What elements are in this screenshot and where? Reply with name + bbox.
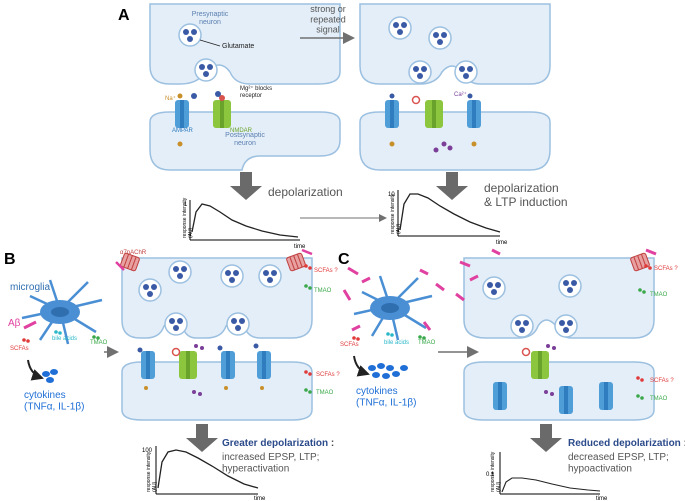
panel-a-letter: A	[118, 7, 130, 24]
graph-b-ylabel: response intensity(AU)	[146, 451, 158, 492]
vesicle	[168, 260, 192, 284]
scfas-q-label-b2: SCFAs ?	[316, 372, 340, 378]
graph-a1-curve	[191, 203, 299, 238]
depol-ltp-label: depolarization& LTP induction	[484, 181, 568, 209]
depolarization-label: depolarization	[268, 185, 343, 199]
vesicle	[388, 16, 412, 40]
abeta-label: Aβ	[8, 318, 21, 329]
panel-b: B microglia Aβ SCFAs bile acids TMAO cyt…	[4, 248, 340, 501]
scfas-q-label-c1: SCFAs ?	[654, 266, 678, 272]
graph-a2-xlabel: time	[496, 240, 508, 246]
graph-a2: 10 time response intensity(AU)	[388, 190, 508, 246]
scfas-q-label-c2: SCFAs ?	[650, 378, 674, 384]
ampar-receptor	[467, 100, 481, 128]
vesicle	[482, 276, 506, 300]
greater-depol-title: Greater depolarization :	[222, 438, 334, 449]
cytokines-label-c: cytokines(TNFα, IL-1β)	[356, 386, 416, 409]
vesicle	[226, 312, 250, 336]
vesicle	[454, 60, 478, 84]
greater-depol-sub: increased EPSP, LTP;hyperactivation	[222, 452, 319, 475]
bile-acids-label-b: bile acids	[52, 336, 77, 342]
reduced-depol-sub: decreased EPSP, LTP;hypoactivation	[568, 452, 669, 475]
tmao-label-b: TMAO	[90, 340, 108, 346]
ampar-receptor	[141, 351, 155, 379]
vesicle	[558, 274, 582, 298]
reduced-depol-title: Reduced depolarization :	[568, 438, 685, 449]
graph-a2-ylabel: response intensity(AU)	[390, 193, 402, 234]
graph-c-xlabel: time	[596, 496, 608, 501]
nmdar-receptor	[531, 351, 549, 379]
microglia-label: microglia	[10, 282, 50, 293]
ampar-receptor	[221, 351, 235, 379]
sodium-label: Na⁺	[165, 95, 176, 102]
ampar-label: AMPAR	[172, 128, 194, 134]
cytokine-dots-b	[42, 369, 58, 383]
vesicle	[138, 278, 162, 302]
microglia-cell-c	[353, 275, 433, 341]
graph-c-curve	[501, 477, 601, 493]
tmao-label-b1: TMAO	[314, 288, 332, 294]
graph-c-ytick: 0.1	[486, 472, 495, 478]
graph-b-xlabel: time	[254, 496, 266, 501]
bile-acids-label-c: bile acids	[384, 340, 409, 346]
tmao-label-c: TMAO	[418, 340, 436, 346]
graph-b-curve	[157, 449, 259, 489]
vesicle	[164, 312, 188, 336]
cytokines-label-b: cytokines(TNFα, IL-1β)	[24, 390, 84, 413]
nmdar-receptor	[425, 100, 443, 128]
calcium-label: Ca²⁺	[454, 91, 467, 98]
ampar-receptor	[385, 100, 399, 128]
scfas-label-c: SCFAs	[340, 342, 359, 348]
graph-a1-xlabel: time	[294, 244, 306, 250]
graph-c: 0.1 time response intensity(AU)	[486, 451, 608, 501]
scfas-q-label-b1: SCFAs ?	[314, 268, 338, 274]
panel-c: C SCFAs bile acids TMAO	[338, 248, 685, 501]
abeta-fragments-c2	[455, 248, 657, 302]
postsynaptic-neuron-a2	[359, 111, 551, 171]
vesicle	[258, 264, 282, 288]
graph-a2-curve	[399, 193, 501, 233]
graph-a1: 1 time response intensity(AU)	[182, 197, 306, 250]
a7nachr-label: α7nAChR	[120, 250, 147, 256]
scfas-label-b: SCFAs	[10, 346, 29, 352]
tmao-label-b2: TMAO	[316, 390, 334, 396]
ampar-receptor	[175, 100, 189, 128]
glutamate-label: Glutamate	[222, 43, 254, 50]
nmdar-label: NMDAR	[230, 128, 253, 134]
microglia-cell	[21, 279, 103, 345]
vesicle	[408, 60, 432, 84]
abeta-fragments-c	[342, 266, 445, 332]
nmdar-receptor	[213, 100, 231, 128]
graph-b: 100 time response intensity(AU)	[142, 446, 266, 501]
vesicle	[554, 314, 578, 338]
presynaptic-neuron-c	[463, 257, 655, 339]
tmao-label-c2: TMAO	[650, 396, 668, 402]
graph-a1-ylabel: response intensity(AU)	[182, 197, 194, 238]
vesicle	[510, 314, 534, 338]
ampar-receptor	[257, 351, 271, 379]
graph-a2-ytick: 10	[388, 192, 395, 198]
panel-b-letter: B	[4, 251, 16, 268]
cytokine-dots-c	[368, 363, 408, 379]
graph-a1-ytick: 1	[184, 202, 188, 208]
nmdar-receptor	[179, 351, 197, 379]
vesicle	[194, 58, 218, 82]
postsynaptic-neuron-a1	[149, 111, 341, 171]
graph-b-ytick: 100	[142, 448, 153, 454]
vesicle	[178, 23, 202, 47]
vesicle	[428, 26, 452, 50]
panel-c-letter: C	[338, 251, 350, 268]
graph-c-ylabel: response intensity(AU)	[490, 451, 502, 492]
tmao-label-c1: TMAO	[650, 292, 668, 298]
vesicle	[220, 264, 244, 288]
